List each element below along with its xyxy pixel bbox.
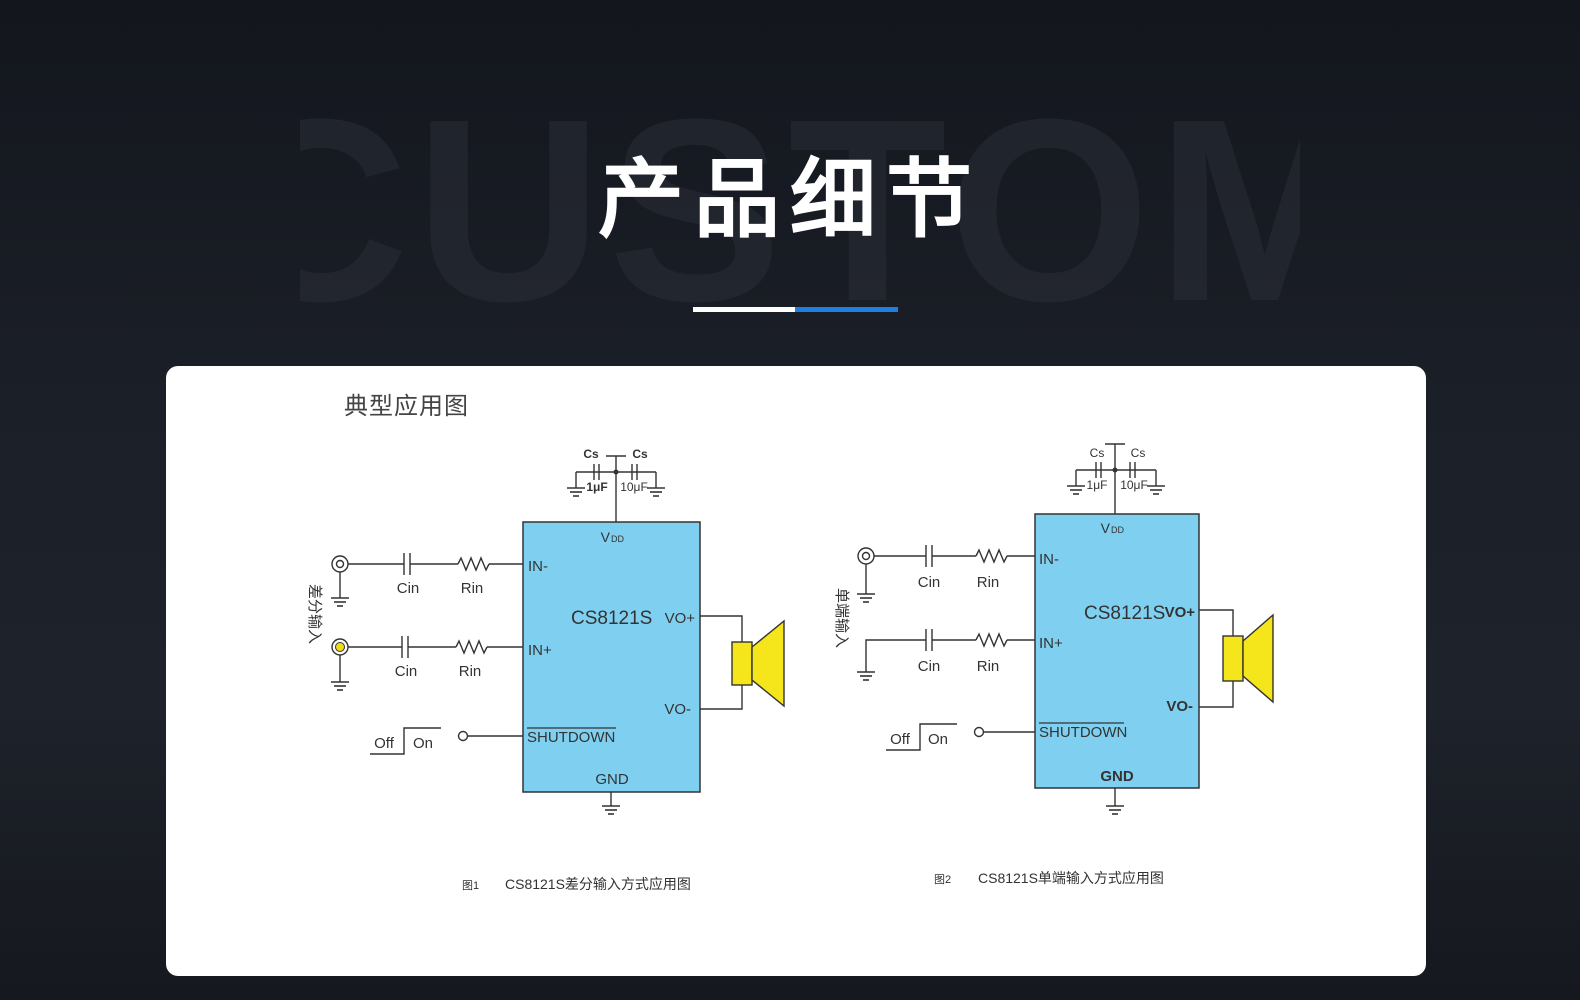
fig2-cap-left-value: 1μF — [1087, 478, 1108, 492]
fig1-cap-right-value: 10μF — [620, 480, 648, 494]
fig1-pin-in-minus: IN- — [528, 558, 548, 575]
fig2-shutdown-switch — [886, 723, 1035, 751]
fig2-caption-prefix: 图2 — [934, 873, 951, 886]
fig2-ic-ground — [1105, 805, 1125, 815]
fig2-cap-right-value: 10μF — [1120, 478, 1148, 492]
fig2-switch-on: On — [928, 731, 948, 748]
fig1-cap-left-value: 1μF — [586, 480, 607, 494]
figure-1-differential: Cs Cs 1μF 10μF V DD IN- IN+ CS8121S VO+ … — [306, 447, 785, 892]
fig1-pin-in-plus: IN+ — [528, 642, 552, 659]
watermark-text: CUSTOM — [300, 66, 1300, 320]
fig2-pin-gnd: GND — [1100, 768, 1134, 785]
fig2-vdd-sub: DD — [1111, 525, 1124, 535]
fig1-speaker-wires — [700, 615, 743, 710]
fig2-rin-2-label: Rin — [977, 658, 1000, 675]
fig1-input-label: 差分输入 — [306, 584, 323, 644]
fig1-cs-right-label: Cs — [632, 447, 648, 461]
application-diagram-card: 典型应用图 — [166, 366, 1426, 976]
fig1-caption: CS8121S差分输入方式应用图 — [505, 876, 691, 892]
fig2-pin-in-plus: IN+ — [1039, 635, 1063, 652]
fig2-input-label: 单端输入 — [833, 588, 850, 648]
fig2-pin-vo-minus: VO- — [1166, 698, 1193, 715]
fig1-rin-2-label: Rin — [459, 663, 482, 680]
fig1-jack1-ground — [330, 597, 350, 607]
fig1-vdd-sub: DD — [611, 534, 624, 544]
fig1-cin-1-label: Cin — [397, 580, 420, 597]
fig1-speaker-magnet — [731, 641, 753, 686]
fig2-in-minus-path — [857, 545, 1035, 594]
fig1-jack2-outer — [331, 638, 349, 656]
fig1-jack2-yellow — [335, 642, 345, 652]
title-underline-blue — [795, 307, 898, 312]
fig2-pin-in-minus: IN- — [1039, 551, 1059, 568]
fig2-rin-1-label: Rin — [977, 574, 1000, 591]
fig1-in-plus-path — [339, 636, 523, 682]
fig1-supply-node — [613, 469, 619, 475]
fig1-rin-1-label: Rin — [461, 580, 484, 597]
fig1-ic-ground — [601, 805, 621, 815]
fig2-ic-name: CS8121S — [1084, 603, 1165, 624]
fig1-cin-2-label: Cin — [395, 663, 418, 680]
fig1-cs-left-label: Cs — [583, 447, 599, 461]
fig2-pin-shutdown: SHUTDOWN — [1039, 724, 1127, 741]
fig2-ic-body — [1034, 513, 1200, 789]
page-title: 产品细节 — [598, 150, 982, 250]
fig1-pin-gnd: GND — [595, 771, 629, 788]
fig2-in-plus-path — [865, 629, 1035, 672]
fig2-cap-right-ground — [1146, 485, 1166, 495]
fig1-vdd-label: V — [601, 529, 611, 545]
fig2-cap-left-ground — [1066, 485, 1086, 495]
fig1-shutdown-switch — [370, 727, 523, 755]
fig2-cin-2-label: Cin — [918, 658, 941, 675]
fig1-in-minus-path — [331, 553, 523, 598]
card-title: 典型应用图 — [344, 392, 469, 420]
fig1-pin-vo-minus: VO- — [664, 701, 691, 718]
fig1-pin-shutdown: SHUTDOWN — [527, 729, 615, 746]
fig2-speaker-magnet — [1222, 635, 1244, 682]
fig1-ic-name: CS8121S — [571, 608, 652, 629]
fig2-supply-node — [1112, 467, 1118, 473]
title-underline-white — [693, 307, 795, 312]
fig1-caption-prefix: 图1 — [462, 879, 479, 892]
fig1-cap-right-ground — [646, 487, 666, 497]
fig1-switch-off: Off — [374, 735, 395, 752]
fig1-pin-vo-plus: VO+ — [665, 610, 696, 627]
hero-section: CUSTOM 产品细节 — [0, 0, 1580, 360]
fig1-ic-body — [522, 521, 701, 793]
fig2-pin-vo-plus: VO+ — [1165, 604, 1196, 621]
fig1-switch-on: On — [413, 735, 433, 752]
fig2-vdd-label: V — [1101, 520, 1111, 536]
fig2-cs-right-label: Cs — [1131, 446, 1146, 460]
fig2-speaker-wires — [1199, 609, 1234, 708]
fig2-caption: CS8121S单端输入方式应用图 — [978, 870, 1164, 886]
fig2-switch-off: Off — [890, 731, 911, 748]
fig2-cin-1-label: Cin — [918, 574, 941, 591]
fig1-speaker-cone — [751, 619, 785, 708]
figure-2-single-ended: Cs Cs 1μF 10μF V DD IN- IN+ CS8121S VO+ … — [833, 443, 1274, 886]
fig2-jack-ground — [856, 593, 876, 603]
background-watermark: CUSTOM — [300, 66, 1300, 320]
circuit-diagrams: Cs Cs 1μF 10μF V DD IN- IN+ CS8121S VO+ … — [306, 443, 1274, 892]
fig1-cap-left-ground — [566, 487, 586, 497]
fig1-jack2-ground — [330, 681, 350, 691]
fig2-speaker-cone — [1242, 613, 1274, 704]
fig2-in-plus-ground — [856, 671, 876, 681]
fig2-cs-left-label: Cs — [1090, 446, 1105, 460]
